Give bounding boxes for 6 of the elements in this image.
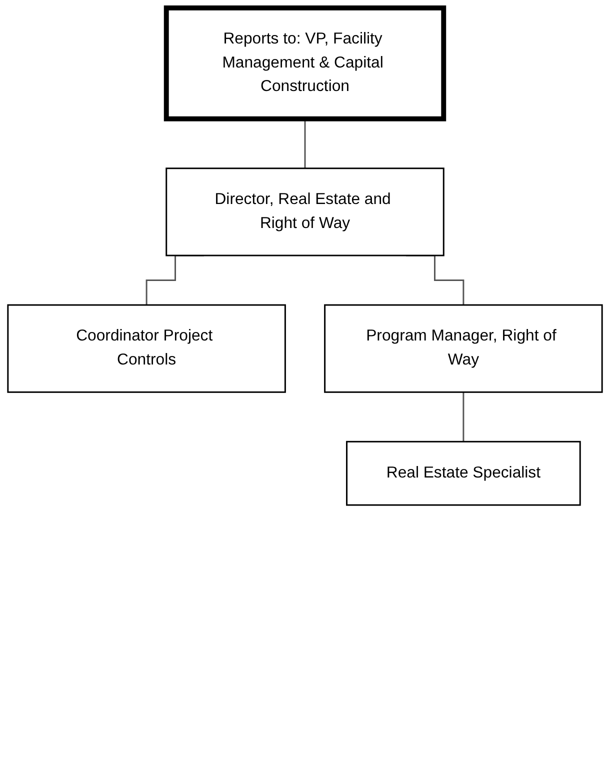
node-box: Coordinator Project Controls [7, 304, 286, 393]
node-box: Real Estate Specialist [346, 440, 581, 506]
node-box: Director, Real Estate and Right of Way [166, 168, 444, 256]
node-box: Program Manager, Right of Way [324, 304, 603, 393]
node-box: Reports to: VP, Facility Management & Capital Construction [164, 5, 446, 122]
connector [462, 391, 464, 442]
